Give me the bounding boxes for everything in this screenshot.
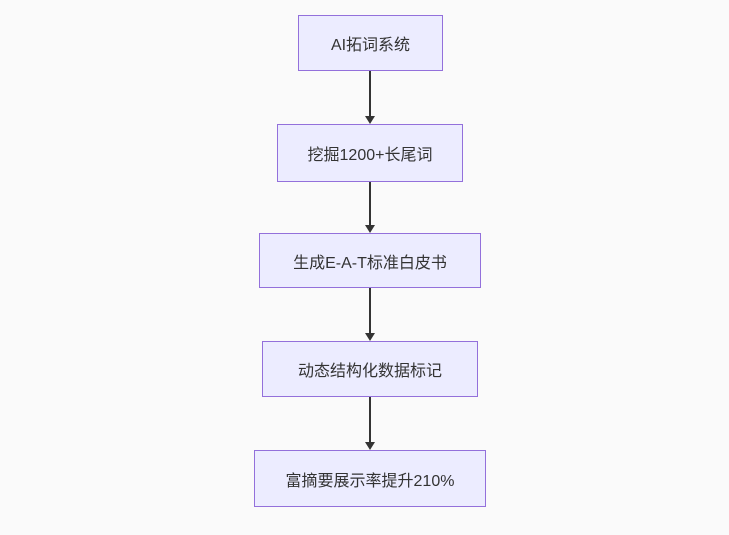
arrowhead-down-icon bbox=[365, 225, 375, 233]
edge-line bbox=[369, 71, 371, 116]
flowchart-edge-2 bbox=[364, 182, 376, 233]
flowchart-edge-1 bbox=[364, 71, 376, 124]
node-label: 挖掘1200+长尾词 bbox=[307, 147, 433, 164]
flowchart-edge-3 bbox=[364, 288, 376, 341]
arrowhead-down-icon bbox=[365, 116, 375, 124]
flowchart-node-structured-data-markup: 动态结构化数据标记 bbox=[262, 341, 478, 397]
flowchart-node-longtail-mining: 挖掘1200+长尾词 bbox=[277, 124, 463, 182]
edge-line bbox=[369, 182, 371, 225]
flowchart-edge-4 bbox=[364, 397, 376, 450]
edge-line bbox=[369, 397, 371, 442]
flowchart-node-ai-keyword-system: AI拓词系统 bbox=[298, 15, 443, 71]
node-label: 动态结构化数据标记 bbox=[297, 363, 442, 380]
arrowhead-down-icon bbox=[365, 442, 375, 450]
flowchart-node-eat-whitepaper: 生成E-A-T标准白皮书 bbox=[259, 233, 481, 288]
arrowhead-down-icon bbox=[365, 333, 375, 341]
edge-line bbox=[369, 288, 371, 333]
node-label: 富摘要展示率提升210% bbox=[285, 472, 455, 490]
node-label: AI拓词系统 bbox=[330, 37, 411, 54]
node-label: 生成E-A-T标准白皮书 bbox=[293, 254, 447, 272]
flowchart-node-rich-snippet-result: 富摘要展示率提升210% bbox=[254, 450, 486, 507]
